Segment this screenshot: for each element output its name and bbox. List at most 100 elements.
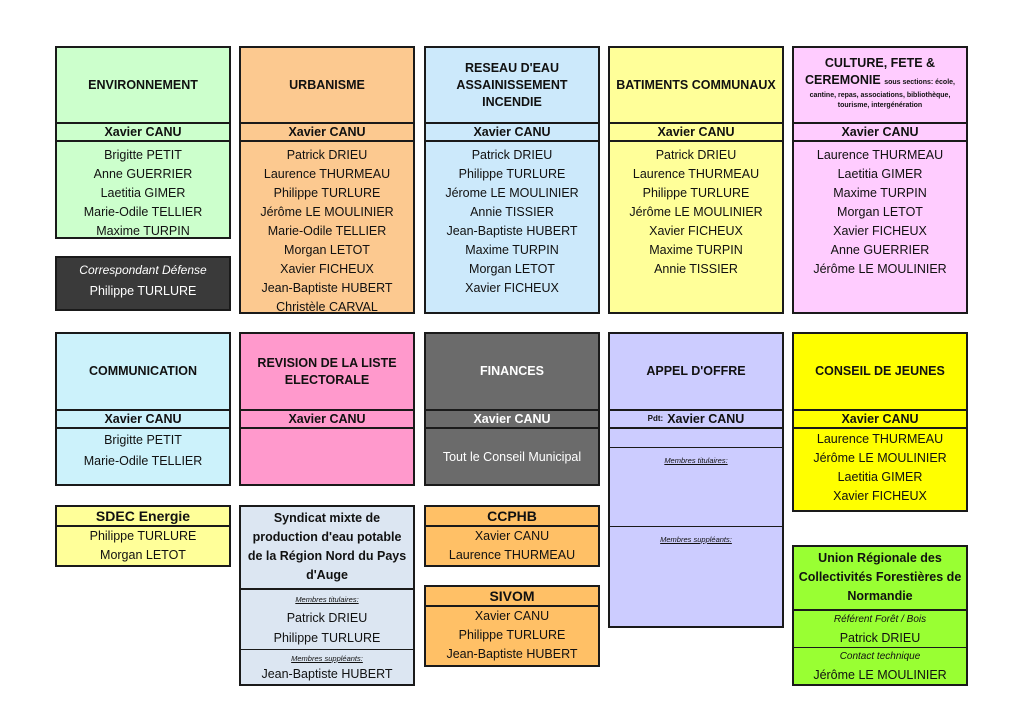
organisme-syndicat-mixte: Syndicat mixte de production d'eau potab…	[239, 505, 415, 686]
member-list: Laurence THURMEAU Jérôme LE MOULINIER La…	[794, 430, 966, 506]
commission-title: URBANISME	[289, 77, 365, 92]
member-name: Patrick DRIEU	[286, 148, 368, 162]
head-prefix: Pdt:	[647, 414, 664, 423]
organisme-title: SDEC Energie	[57, 507, 229, 527]
member-name: Maxime TURPIN	[649, 243, 743, 257]
member-name: Patrick DRIEU	[655, 148, 737, 162]
member-name: Philippe TURLURE	[273, 631, 381, 645]
commission-conseil-jeunes: CONSEIL DE JEUNES Xavier CANU Laurence T…	[792, 332, 968, 512]
commission-title: CULTURE, FETE & CEREMONIE sous sections:…	[794, 48, 966, 122]
titulaires-label: Membres titulaires:	[664, 455, 728, 465]
member-name: Patrick DRIEU	[471, 148, 553, 162]
organisme-title: SIVOM	[426, 587, 598, 607]
title-line: d'Auge	[306, 568, 348, 582]
commission-head: Xavier CANU	[241, 122, 413, 142]
commission-head: Xavier CANU	[610, 122, 782, 142]
commission-head: Xavier CANU	[57, 122, 229, 142]
organisme-title: Syndicat mixte de production d'eau potab…	[241, 509, 413, 585]
title-line: RESEAU D'EAU	[465, 60, 559, 75]
member-name: Xavier FICHEUX	[465, 281, 559, 295]
member-name: Laurence THURMEAU	[632, 167, 760, 181]
member-list: Patrick DRIEU Philippe TURLURE	[241, 608, 413, 648]
organisme-title: CCPHB	[426, 507, 598, 527]
divider	[610, 526, 782, 527]
suppleants-label: Membres suppléants:	[660, 534, 732, 544]
divider	[794, 647, 966, 648]
subtitle-text: sous sections: école,	[884, 79, 955, 86]
referent-name: Patrick DRIEU	[839, 630, 921, 645]
title-line: Normandie	[847, 589, 913, 603]
member-name: Jean-Baptiste HUBERT	[261, 667, 393, 681]
title-line: REVISION DE LA LISTE	[257, 355, 397, 370]
member-name: Marie-Odile TELLIER	[83, 454, 203, 468]
member-name: Xavier FICHEUX	[833, 489, 927, 503]
member-name: Maxime TURPIN	[96, 224, 190, 238]
contact-label: Contact technique	[839, 651, 921, 662]
member-name: Philippe TURLURE	[273, 186, 381, 200]
member-name: Xavier FICHEUX	[280, 262, 374, 276]
member-name: Jérôme LE MOULINIER	[629, 205, 763, 219]
commission-title: FINANCES	[480, 364, 544, 378]
contact-name: Jérôme LE MOULINIER	[813, 667, 947, 682]
member-list: Philippe TURLURE Morgan LETOT	[57, 527, 229, 565]
commission-title: RESEAU D'EAU ASSAINISSEMENT INCENDIE	[426, 48, 598, 122]
member-name: Anne GUERRIER	[830, 243, 930, 257]
member-name: Laetitia GIMER	[100, 186, 186, 200]
member-list: Laurence THURMEAU Laetitia GIMER Maxime …	[794, 146, 966, 279]
commission-reseau-eau: RESEAU D'EAU ASSAINISSEMENT INCENDIE Xav…	[424, 46, 600, 314]
member-name: Jean-Baptiste HUBERT	[446, 647, 578, 661]
commission-head: Xavier CANU	[57, 409, 229, 429]
member-name: Xavier CANU	[474, 529, 550, 543]
member-name: Jean-Baptiste HUBERT	[446, 224, 578, 238]
commission-head: Pdt: Xavier CANU	[610, 409, 782, 429]
member-name: Philippe TURLURE	[458, 628, 566, 642]
correspondant-label: Correspondant Défense	[79, 263, 207, 277]
member-name: Morgan LETOT	[469, 262, 555, 276]
organisme-title: Union Régionale des Collectivités Forest…	[794, 549, 966, 606]
member-list: Xavier CANU Laurence THURMEAU	[426, 527, 598, 565]
member-list: Patrick DRIEU Philippe TURLURE Jérome LE…	[426, 146, 598, 298]
commission-appel-offre: APPEL D'OFFRE Pdt: Xavier CANU Membres t…	[608, 332, 784, 628]
commission-title: ENVIRONNEMENT	[88, 77, 198, 92]
member-name: Laurence THURMEAU	[816, 432, 944, 446]
commission-body: Tout le Conseil Municipal	[442, 450, 582, 464]
divider	[241, 588, 413, 590]
member-name: Jérome LE MOULINIER	[445, 186, 579, 200]
title-line: production d'eau potable	[252, 530, 402, 544]
member-name: Xavier FICHEUX	[833, 224, 927, 238]
commission-head: Xavier CANU	[426, 122, 598, 142]
commission-title: COMMUNICATION	[88, 364, 198, 378]
head-name: Xavier CANU	[667, 412, 745, 426]
member-name: Anne GUERRIER	[93, 167, 193, 181]
title-line: CEREMONIE sous sections: école,	[794, 72, 966, 91]
commission-title: BATIMENTS COMMUNAUX	[616, 77, 776, 92]
member-name: Jean-Baptiste HUBERT	[261, 281, 393, 295]
organisme-sivom: SIVOM Xavier CANU Philippe TURLURE Jean-…	[424, 585, 600, 667]
member-name: Brigitte PETIT	[104, 433, 182, 447]
member-name: Laurence THURMEAU	[816, 148, 944, 162]
member-list: Patrick DRIEU Laurence THURMEAU Philippe…	[610, 146, 782, 279]
member-name: Morgan LETOT	[284, 243, 370, 257]
correspondant-name: Philippe TURLURE	[89, 284, 197, 298]
title-line: Union Régionale des	[818, 551, 942, 565]
member-name: Laurence THURMEAU	[263, 167, 391, 181]
commission-title: APPEL D'OFFRE	[646, 364, 746, 378]
suppleants-label: Membres suppléants:	[291, 653, 363, 663]
member-list: Patrick DRIEU Laurence THURMEAU Philippe…	[241, 146, 413, 317]
member-name: Marie-Odile TELLIER	[83, 205, 203, 219]
commission-head: Xavier CANU	[241, 409, 413, 429]
correspondant-defense: Correspondant Défense Philippe TURLURE	[55, 256, 231, 311]
title-line: ELECTORALE	[284, 372, 370, 387]
member-name: Maxime TURPIN	[833, 186, 927, 200]
member-name: Philippe TURLURE	[89, 529, 197, 543]
member-name: Morgan LETOT	[100, 548, 186, 562]
organisme-sdec-energie: SDEC Energie Philippe TURLURE Morgan LET…	[55, 505, 231, 567]
member-name: Xavier FICHEUX	[649, 224, 743, 238]
member-list: Jean-Baptiste HUBERT	[241, 665, 413, 684]
member-list: Xavier CANU Philippe TURLURE Jean-Baptis…	[426, 607, 598, 664]
title-line: de la Région Nord du Pays	[247, 549, 407, 563]
member-name: Maxime TURPIN	[465, 243, 559, 257]
titulaires-label: Membres titulaires:	[295, 594, 359, 604]
commission-title: CONSEIL DE JEUNES	[815, 364, 945, 378]
member-name: Annie TISSIER	[470, 205, 554, 219]
